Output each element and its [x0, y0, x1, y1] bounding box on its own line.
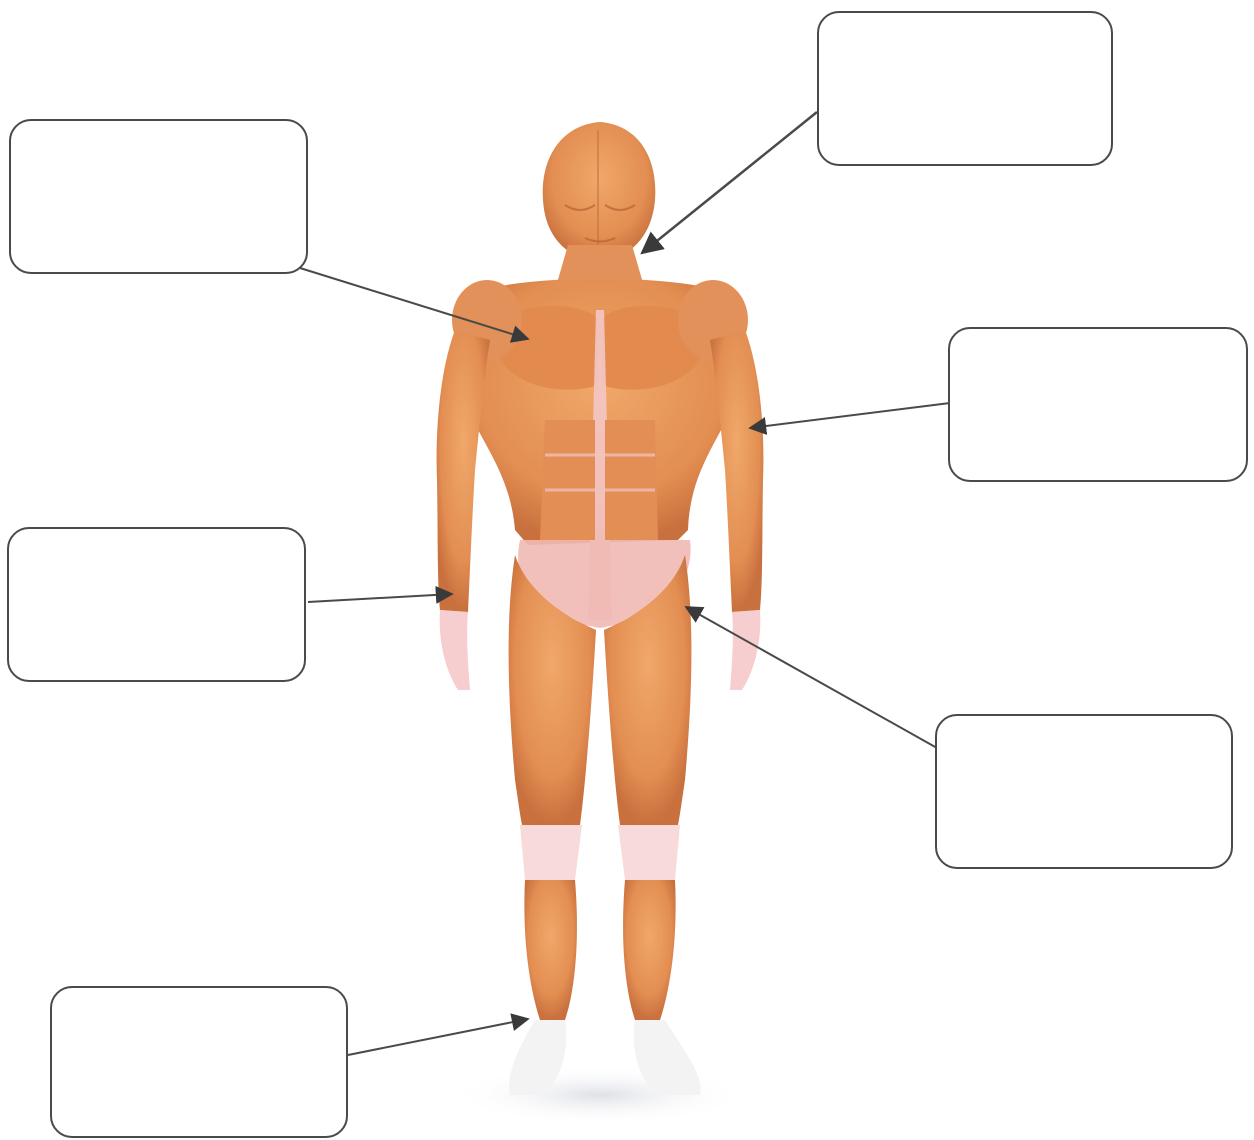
label-box-shin[interactable] [50, 986, 348, 1138]
left-leg [509, 555, 596, 1095]
ground-shadow [450, 1065, 750, 1125]
head [543, 122, 656, 262]
leader-line-neck [642, 112, 817, 253]
label-box-chest[interactable] [9, 119, 308, 274]
leader-line-forearm [308, 594, 452, 602]
leader-line-arm [750, 403, 950, 428]
right-leg [604, 555, 701, 1095]
left-arm [437, 330, 490, 690]
leader-line-shin [348, 1019, 528, 1055]
leader-line-thigh [686, 607, 937, 748]
label-box-arm[interactable] [948, 327, 1248, 482]
label-box-thigh[interactable] [935, 714, 1233, 869]
label-box-neck[interactable] [817, 11, 1113, 166]
label-box-forearm[interactable] [7, 527, 306, 682]
